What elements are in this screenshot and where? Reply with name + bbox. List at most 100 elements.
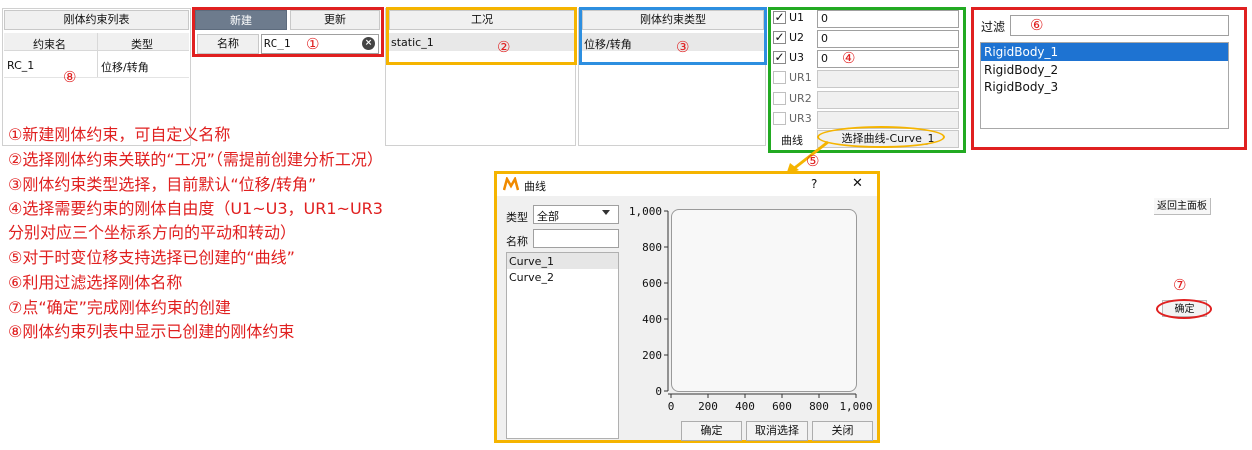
col-header-name: 约束名 (33, 38, 66, 51)
col-header-type: 类型 (131, 38, 153, 51)
checkbox-u3[interactable]: ✓ (773, 50, 786, 64)
note-line: ②选择刚体约束关联的“工况”（需提前创建分析工况） (8, 150, 383, 169)
row-name-cell: RC_1 (7, 59, 35, 72)
back-main-panel-button[interactable]: 返回主面板 (1154, 198, 1211, 215)
constraint-type-header: 刚体约束类型 (582, 10, 764, 30)
chart-axes: 0 200 400 600 800 1,000 0 200 400 600 800 1,000 (629, 205, 873, 413)
marker-6: ⑥ (1030, 16, 1044, 34)
dof-input-ur1[interactable] (817, 70, 959, 88)
annotation-box-3 (579, 7, 767, 65)
dof-input-ur2[interactable] (817, 91, 959, 109)
name-field[interactable] (261, 34, 379, 54)
chevron-down-icon (602, 210, 610, 215)
dof-label-u1: U1 (789, 11, 805, 24)
dof-label-ur3: UR3 (789, 112, 812, 125)
annotation-ellipse-5 (817, 126, 945, 148)
dof-label-ur1: UR1 (789, 71, 812, 84)
column-divider (97, 33, 98, 78)
marker-5: ⑤ (806, 152, 820, 170)
marker-3: ③ (676, 38, 690, 56)
type-label: 类型 (506, 211, 528, 224)
load-case-header: 工况 (389, 10, 575, 30)
y-tick-label: 400 (642, 313, 662, 326)
clear-icon[interactable]: × (362, 37, 375, 50)
app-logo-icon (503, 177, 519, 191)
note-line: 分别对应三个坐标系方向的平动和转动） (8, 223, 297, 242)
marker-7: ⑦ (1173, 276, 1187, 294)
type-select-value: 全部 (537, 210, 559, 223)
filter-input[interactable] (1010, 15, 1229, 36)
checkbox-u1[interactable]: ✓ (773, 10, 786, 24)
new-button[interactable]: 新建 (195, 10, 287, 30)
rigid-body-item[interactable]: RigidBody_3 (984, 80, 1059, 94)
marker-4: ④ (842, 49, 856, 67)
rigid-body-item[interactable]: RigidBody_2 (984, 63, 1059, 77)
x-tick-label: 400 (735, 400, 755, 413)
curve-list (506, 252, 619, 439)
y-tick-label: 800 (642, 241, 662, 254)
x-tick-label: 600 (772, 400, 792, 413)
y-tick-label: 0 (655, 385, 662, 398)
dof-input-u3[interactable]: 0 (817, 50, 959, 68)
x-tick-label: 200 (698, 400, 718, 413)
checkbox-ur2[interactable] (773, 92, 786, 105)
constraint-type-item[interactable] (582, 33, 764, 51)
annotation-box-1 (192, 7, 384, 57)
dialog-close-button[interactable]: 关闭 (812, 421, 873, 441)
load-case-item[interactable] (389, 33, 575, 51)
dof-label-u2: U2 (789, 31, 805, 44)
note-line: ⑧刚体约束列表中显示已创建的刚体约束 (8, 322, 295, 341)
note-line: ⑦点“确定”完成刚体约束的创建 (8, 298, 231, 317)
note-line: ③刚体约束类型选择，目前默认“位移/转角” (8, 175, 317, 194)
type-select[interactable] (533, 205, 619, 224)
note-line: ⑥利用过滤选择刚体名称 (8, 273, 183, 292)
filter-label: 过滤 (981, 20, 1006, 34)
dialog-title: 曲线 (524, 180, 546, 193)
rigid-body-item: RigidBody_1 (984, 45, 1059, 59)
dof-label-ur2: UR2 (789, 92, 812, 105)
annotation-box-4 (768, 7, 966, 153)
y-tick-label: 200 (642, 349, 662, 362)
update-button[interactable]: 更新 (290, 10, 380, 30)
constraint-list-title: 刚体约束列表 (4, 10, 189, 30)
annotation-box-2 (386, 7, 577, 65)
dof-input-u2[interactable]: 0 (817, 30, 959, 48)
marker-2: ② (497, 38, 511, 56)
x-tick-label: 0 (668, 400, 675, 413)
constraint-list-panel (2, 8, 191, 146)
dof-input-u1[interactable]: 0 (817, 10, 959, 28)
name-filter-input[interactable] (533, 229, 619, 248)
x-tick-label: 800 (809, 400, 829, 413)
curve-list-item[interactable] (507, 253, 618, 269)
dialog-deselect-button[interactable]: 取消选择 (746, 421, 808, 441)
table-row[interactable] (4, 53, 189, 78)
name-filter-label: 名称 (506, 235, 528, 248)
constraint-type-value: 位移/转角 (584, 38, 632, 51)
curve-label: 曲线 (781, 134, 803, 147)
marker-8: ⑧ (63, 68, 77, 86)
constraint-list-header (4, 33, 189, 51)
note-line: ④选择需要约束的刚体自由度（U1~U3，UR1~UR3 (8, 199, 383, 218)
dialog-titlebar (497, 174, 877, 196)
annotation-ellipse-7 (1156, 299, 1212, 319)
chart-plot-area (671, 209, 857, 392)
annotation-box-6 (971, 7, 1247, 150)
close-icon[interactable]: ✕ (852, 176, 863, 191)
y-tick-label: 600 (642, 277, 662, 290)
curve-name: Curve_1 (509, 255, 554, 268)
x-tick-label: 1,000 (839, 400, 872, 413)
note-line: ⑤对于时变位移支持选择已创建的“曲线” (8, 248, 295, 267)
curve-list-item[interactable]: Curve_2 (509, 271, 554, 284)
name-value: RC_1 (264, 37, 291, 50)
list-item-selected[interactable] (981, 43, 1228, 61)
help-icon[interactable]: ? (811, 177, 818, 191)
load-case-value: static_1 (391, 36, 434, 49)
y-tick-label: 1,000 (629, 205, 662, 218)
checkbox-ur3[interactable] (773, 112, 786, 125)
checkbox-ur1[interactable] (773, 71, 786, 84)
row-type-cell: 位移/转角 (101, 61, 149, 74)
checkbox-u2[interactable]: ✓ (773, 30, 786, 44)
name-label: 名称 (197, 34, 259, 54)
note-line: ①新建刚体约束，可自定义名称 (8, 125, 231, 144)
dialog-ok-button[interactable]: 确定 (681, 421, 742, 441)
